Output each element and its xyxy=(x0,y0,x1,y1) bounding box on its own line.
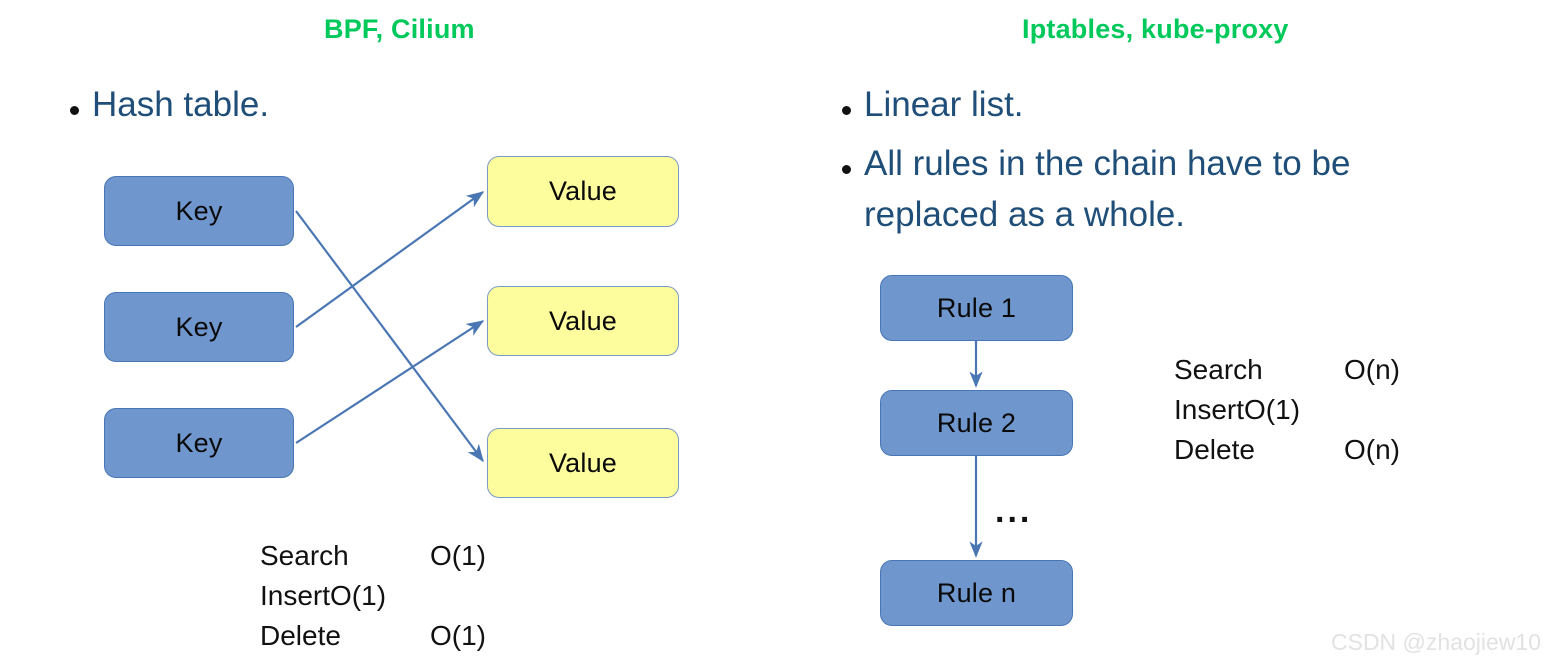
key-node[interactable]: Key xyxy=(104,176,294,246)
bullet-text: Linear list. xyxy=(864,85,1024,124)
rule-node[interactable]: Rule n xyxy=(880,560,1073,626)
operation-label: Delete xyxy=(1174,433,1255,465)
operation-label: Delete xyxy=(260,619,341,651)
bullet-text: All rules in the chain have to be replac… xyxy=(864,143,1351,234)
operation-label: Search xyxy=(260,540,349,571)
left-column-heading: BPF, Cilium xyxy=(324,14,475,44)
list-item: All rules in the chain have to be replac… xyxy=(838,139,1478,241)
operation-label: Search xyxy=(1174,354,1263,385)
complexity-value: O(n) xyxy=(1344,433,1400,465)
link-key1-value3 xyxy=(295,210,484,463)
bullet-text: Hash table. xyxy=(92,85,270,124)
value-node[interactable]: Value xyxy=(487,286,679,356)
table-row: Delete O(n) xyxy=(1174,430,1400,470)
rule-node[interactable]: Rule 2 xyxy=(880,390,1073,456)
bullet-dot-icon xyxy=(842,106,851,115)
list-item: Linear list. xyxy=(838,80,1478,131)
chain-ellipsis: ... xyxy=(995,492,1033,530)
link-key2-value1 xyxy=(295,191,485,328)
key-node[interactable]: Key xyxy=(104,292,294,362)
bullet-dot-icon xyxy=(842,164,851,174)
right-complexity-table: Search O(n) Insert O(1) Delete O(n) xyxy=(1174,350,1400,469)
key-node[interactable]: Key xyxy=(104,408,294,478)
complexity-value: O(1) xyxy=(430,540,486,571)
operation-label: Insert xyxy=(260,579,331,611)
left-complexity-table: Search O(1) Insert O(1) Delete O(1) xyxy=(260,536,486,655)
bullet-dot-icon xyxy=(70,106,79,115)
rule-node[interactable]: Rule 1 xyxy=(880,275,1073,341)
table-row: Search O(n) xyxy=(1174,350,1400,390)
right-column-heading: Iptables, kube-proxy xyxy=(1022,14,1289,44)
complexity-value: O(1) xyxy=(430,619,486,651)
operation-label: Insert xyxy=(1174,393,1245,425)
complexity-value: O(1) xyxy=(330,579,387,611)
link-key3-value2 xyxy=(295,320,485,444)
complexity-value: O(1) xyxy=(1244,393,1301,425)
watermark: CSDN @zhaojiew10 xyxy=(1331,629,1541,655)
list-item: Hash table. xyxy=(66,80,626,131)
value-node[interactable]: Value xyxy=(487,428,679,498)
right-bullet-list: Linear list. All rules in the chain have… xyxy=(838,80,1478,240)
table-row: Insert O(1) xyxy=(260,576,486,616)
left-bullet-list: Hash table. xyxy=(66,80,626,131)
complexity-value: O(n) xyxy=(1344,354,1400,385)
table-row: Search O(1) xyxy=(260,536,486,576)
table-row: Delete O(1) xyxy=(260,616,486,656)
value-node[interactable]: Value xyxy=(487,156,679,227)
table-row: Insert O(1) xyxy=(1174,390,1400,430)
